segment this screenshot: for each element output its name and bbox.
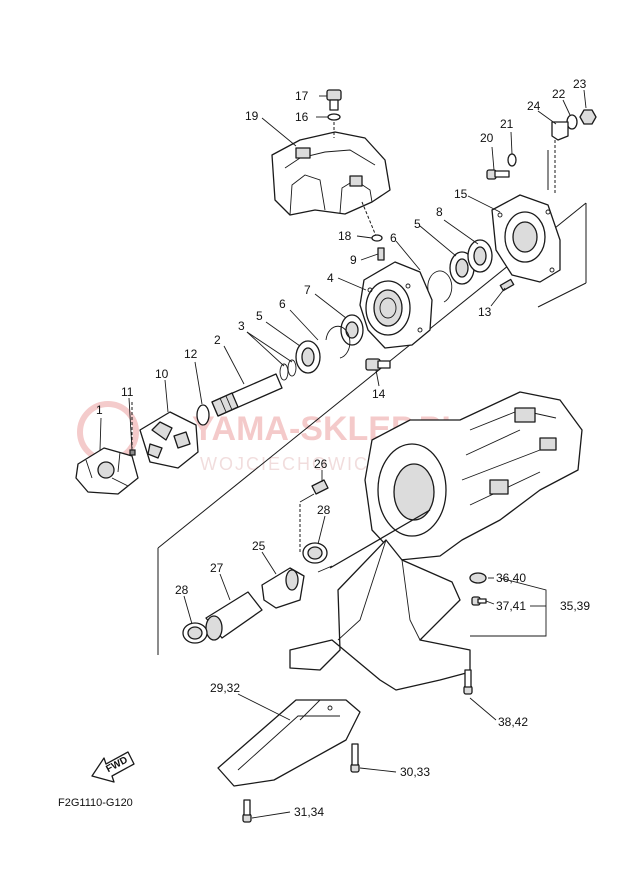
callout-6-lower: 6 xyxy=(279,297,286,311)
callout-22: 22 xyxy=(552,87,566,101)
callout-9: 9 xyxy=(350,253,357,267)
part-18-washer xyxy=(371,234,383,242)
part-5-seal-lower xyxy=(295,340,321,374)
callout-4: 4 xyxy=(327,271,334,285)
driveshaft xyxy=(317,509,431,573)
part-16-washer xyxy=(327,113,341,121)
leader-lines xyxy=(99,89,587,819)
part-3-o-rings xyxy=(279,359,297,381)
part-26-screw xyxy=(299,479,329,503)
part-1-damper xyxy=(75,447,139,495)
part-31-bolt xyxy=(242,799,252,823)
part-28-clamp-lower xyxy=(182,622,208,644)
part-17-bolt xyxy=(326,89,342,111)
callout-35-39: 35,39 xyxy=(560,599,590,613)
callout-8: 8 xyxy=(436,205,443,219)
part-23-nut xyxy=(579,109,597,125)
part-21-washer xyxy=(507,153,517,167)
part-12-washer xyxy=(196,404,210,426)
callout-16: 16 xyxy=(295,110,309,124)
callout-28-upper: 28 xyxy=(317,503,331,517)
part-9-pin xyxy=(377,247,385,261)
part-8-bearing xyxy=(467,239,493,273)
part-11-pin xyxy=(129,449,136,456)
callout-36-40: 36,40 xyxy=(496,571,526,585)
callout-25: 25 xyxy=(252,539,266,553)
part-25-boot xyxy=(261,567,305,609)
part-6-circlip-lower xyxy=(325,325,351,359)
part-24-bracket xyxy=(551,121,569,141)
callout-38-42: 38,42 xyxy=(498,715,528,729)
callout-1: 1 xyxy=(96,403,103,417)
callout-28-lower: 28 xyxy=(175,583,189,597)
part-36-washer xyxy=(469,572,487,584)
part-29-mount-plate xyxy=(217,699,361,787)
callout-23: 23 xyxy=(573,77,587,91)
part-27-tube xyxy=(205,591,263,641)
callout-15: 15 xyxy=(454,187,468,201)
engine-drive-unit xyxy=(364,391,583,561)
part-20-bolt xyxy=(486,169,510,180)
part-35-mount-bracket xyxy=(289,539,471,691)
callout-18: 18 xyxy=(338,229,352,243)
part-15-duct xyxy=(491,194,561,283)
callout-31-34: 31,34 xyxy=(294,805,324,819)
callout-5-upper: 5 xyxy=(414,217,421,231)
callout-30-33: 30,33 xyxy=(400,765,430,779)
part-19-cover xyxy=(271,131,391,216)
part-30-bolt xyxy=(350,743,360,773)
callout-19: 19 xyxy=(245,109,259,123)
callout-20: 20 xyxy=(480,131,494,145)
callout-11: 11 xyxy=(121,385,134,399)
part-10-coupler xyxy=(139,411,199,469)
callout-labels: 17 16 19 18 9 4 6 5 8 15 20 21 24 22 23 … xyxy=(96,77,590,819)
callout-12: 12 xyxy=(184,347,198,361)
callout-2: 2 xyxy=(214,333,221,347)
part-37-bolt xyxy=(471,596,487,606)
watermark-sub-text: WOJCIECHOWICZ xyxy=(200,454,382,474)
callout-6-upper: 6 xyxy=(390,231,397,245)
part-38-bolt xyxy=(463,669,473,695)
callout-21: 21 xyxy=(500,117,514,131)
callout-29-32: 29,32 xyxy=(210,681,240,695)
callout-17: 17 xyxy=(295,89,309,103)
callout-10: 10 xyxy=(155,367,169,381)
callout-14: 14 xyxy=(372,387,386,401)
callout-7: 7 xyxy=(304,283,311,297)
part-14-bolt xyxy=(365,358,391,371)
callout-13: 13 xyxy=(478,305,492,319)
callout-26: 26 xyxy=(314,457,328,471)
diagram-code: F2G1110-G120 xyxy=(58,797,133,809)
callout-37-41: 37,41 xyxy=(496,599,526,613)
part-13-pin xyxy=(499,278,515,292)
part-4-housing xyxy=(359,261,433,349)
callout-5-lower: 5 xyxy=(256,309,263,323)
part-6-circlip-upper xyxy=(427,270,453,303)
callout-3: 3 xyxy=(238,319,245,333)
callout-27: 27 xyxy=(210,561,224,575)
part-2-shaft xyxy=(211,373,283,417)
part-7-bearing xyxy=(340,314,364,346)
forward-direction-arrow-icon: FWD xyxy=(91,751,135,783)
part-28-clamp-upper xyxy=(302,542,328,564)
callout-24: 24 xyxy=(527,99,541,113)
